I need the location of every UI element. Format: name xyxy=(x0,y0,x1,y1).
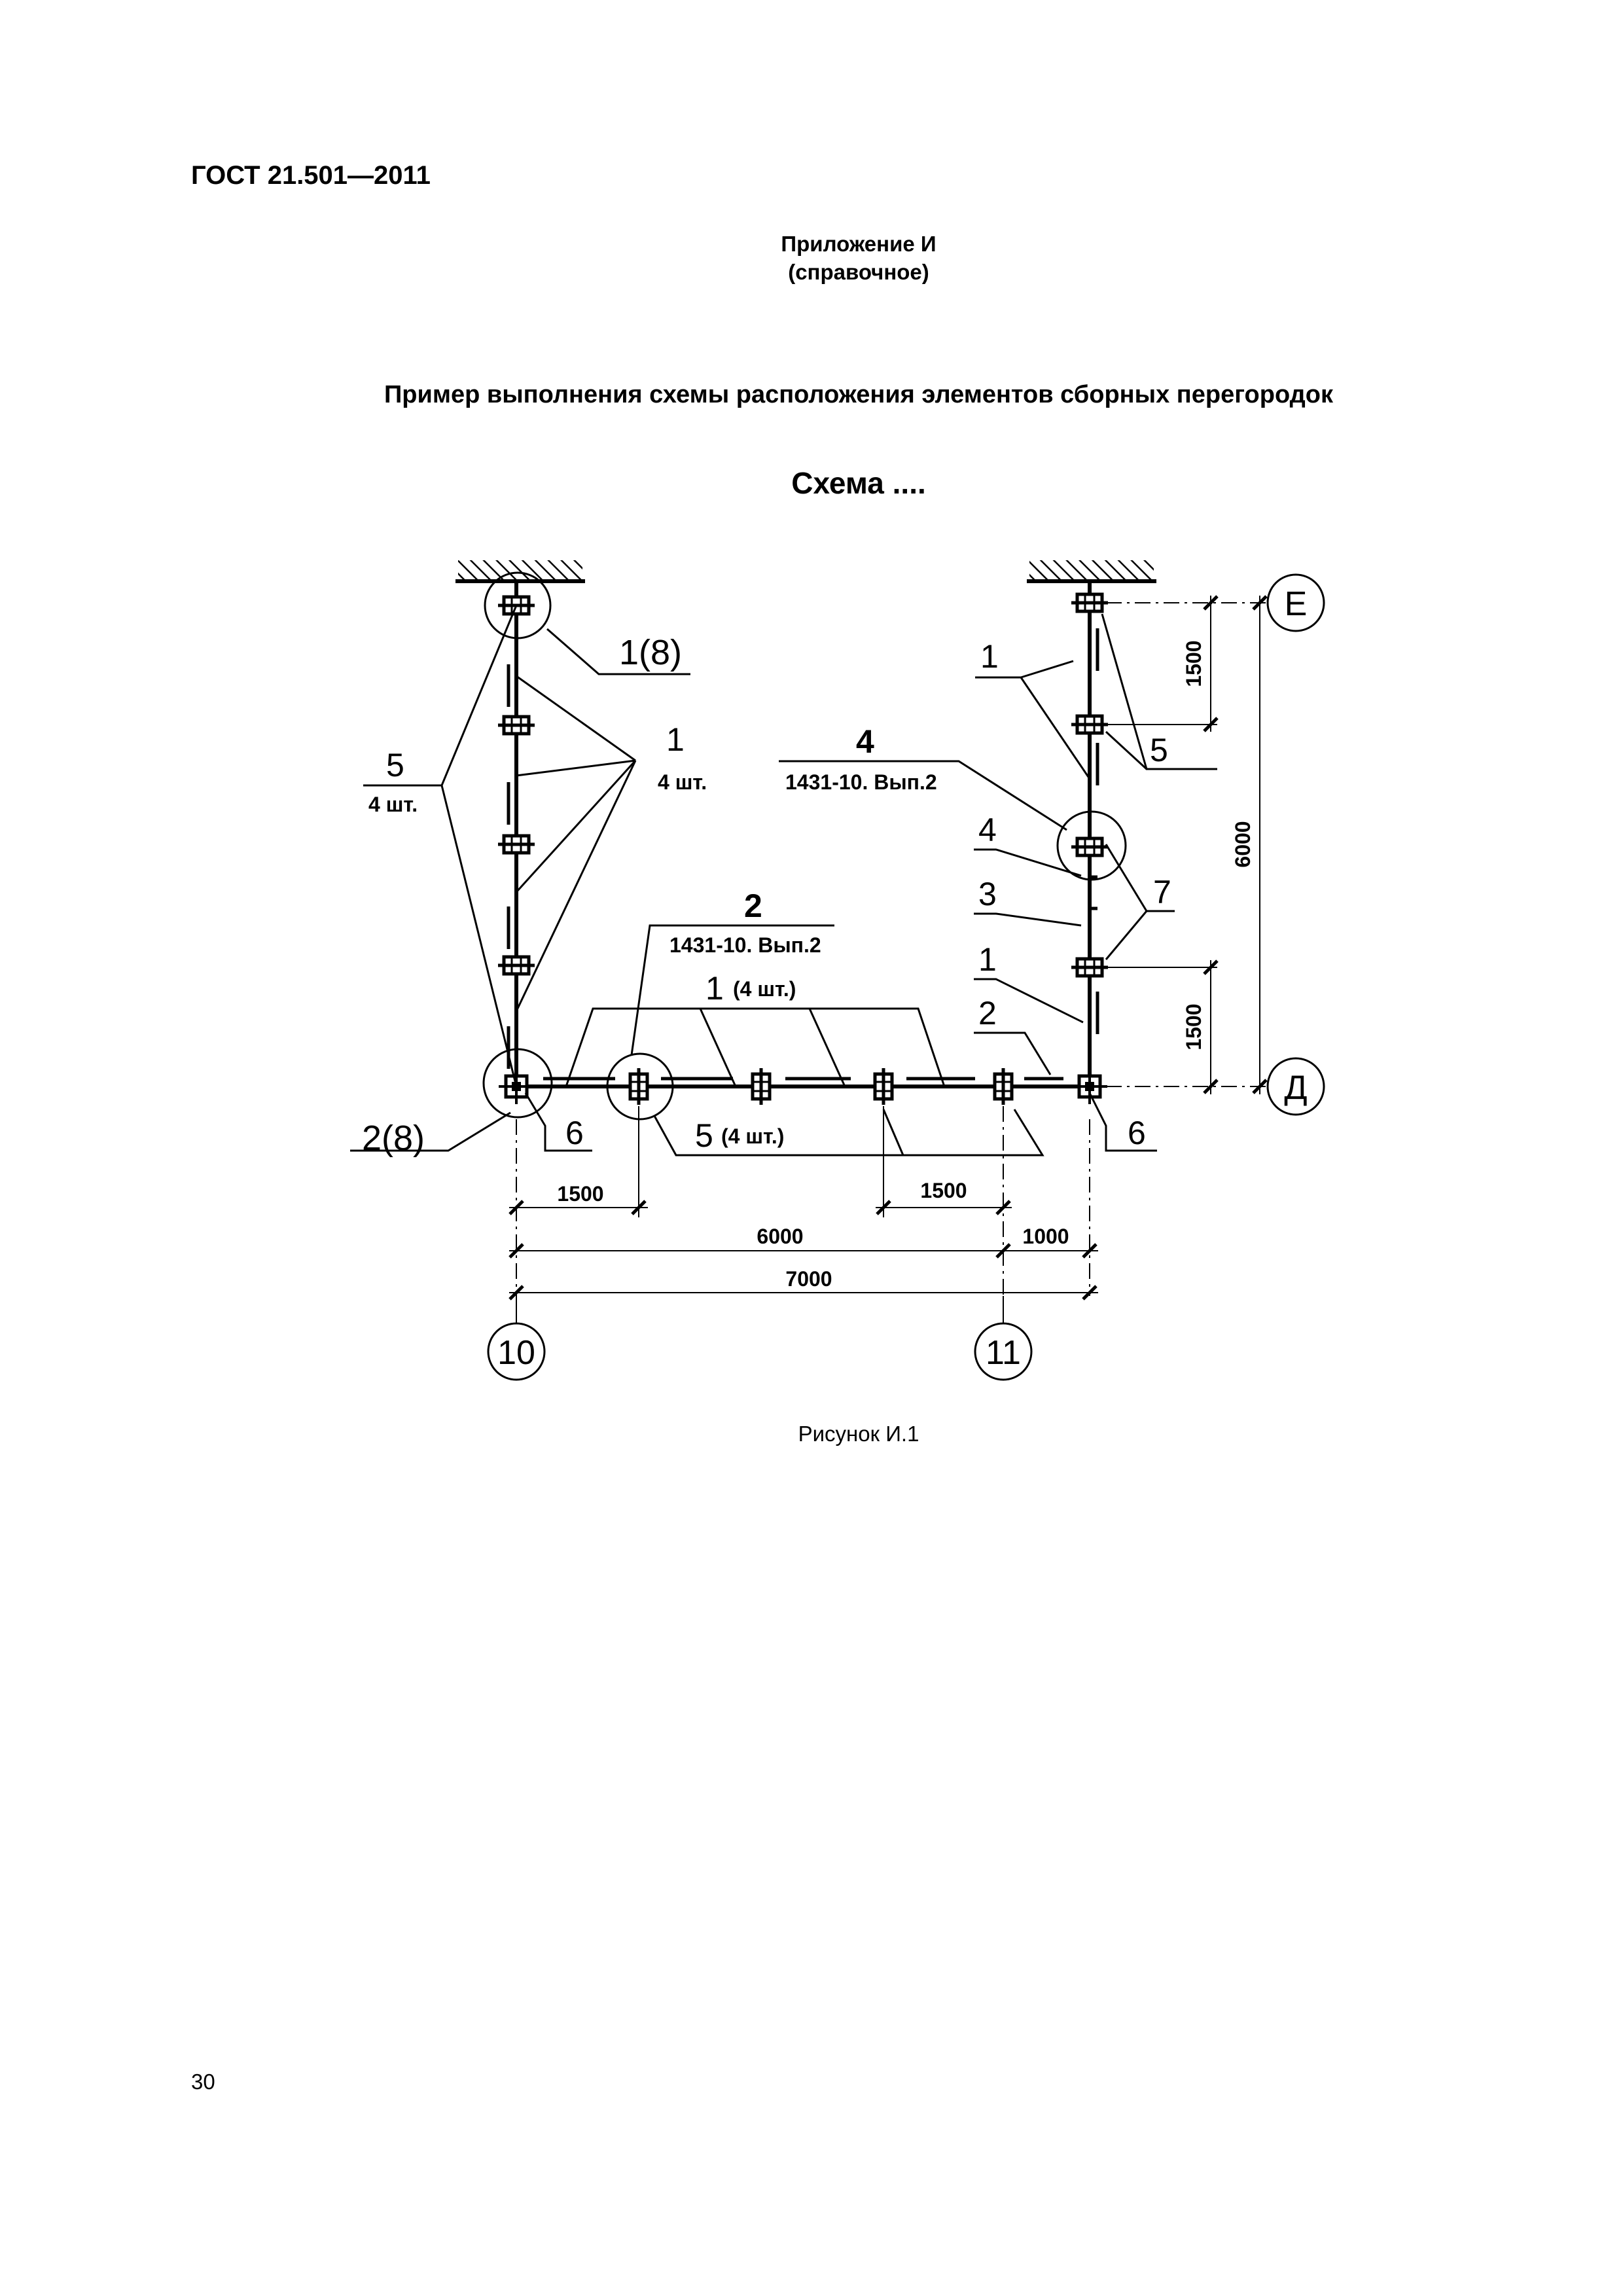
figure-caption: Рисунок И.1 xyxy=(798,1422,919,1446)
node-circle-4 xyxy=(1056,810,1127,881)
axis-label-e: Е xyxy=(1285,585,1308,623)
tie-node xyxy=(753,1068,770,1105)
dimension-right-bottom-1500: 1500 xyxy=(1182,1003,1205,1050)
callout-left-5-qty: 4 шт. xyxy=(368,793,418,816)
callout-left-6: 6 xyxy=(565,1115,584,1151)
dimension-bottom-left-1500: 1500 xyxy=(557,1182,603,1206)
callout-bottom-1-qty: (4 шт.) xyxy=(733,977,796,1001)
callout-node-2-ref: 1431-10. Вып.2 xyxy=(669,933,821,957)
scheme-title: Схема .... xyxy=(791,466,926,500)
tie-node xyxy=(1071,838,1108,855)
dimension-bottom-1000: 1000 xyxy=(1022,1225,1069,1248)
tie-node xyxy=(498,957,535,974)
callout-bottom-1: 1 xyxy=(705,970,724,1007)
callout-right-1-top: 1 xyxy=(980,638,999,675)
node-circles xyxy=(482,571,1127,1121)
left-partition xyxy=(507,581,518,1086)
tie-node xyxy=(995,1068,1012,1105)
right-partition xyxy=(1088,581,1099,1086)
callout-bottom-5: 5 xyxy=(695,1117,713,1154)
dimension-lines xyxy=(509,596,1266,1323)
callout-right-5: 5 xyxy=(1150,732,1168,768)
node-circle-1-8 xyxy=(484,571,552,639)
dimension-bottom-mid-1500: 1500 xyxy=(920,1179,967,1202)
callout-right-2: 2 xyxy=(978,995,997,1031)
page-number: 30 xyxy=(191,2070,215,2094)
leader-lines xyxy=(350,605,1217,1157)
callout-bottom-5-qty: (4 шт.) xyxy=(721,1124,784,1148)
callout-right-3: 3 xyxy=(978,876,997,912)
corner-node xyxy=(1072,1069,1107,1104)
tie-node xyxy=(1071,594,1108,611)
callout-node-2: 2 xyxy=(744,888,762,924)
tie-node xyxy=(875,1068,892,1105)
tie-node xyxy=(630,1068,647,1105)
callout-right-1-low: 1 xyxy=(978,941,997,978)
ceiling-hatch-left xyxy=(455,560,585,583)
ceiling-hatch-right xyxy=(1027,560,1156,583)
appendix-status: (справочное) xyxy=(788,260,929,284)
tie-node xyxy=(1071,959,1108,976)
callout-right-4: 4 xyxy=(978,812,997,848)
node-circle-2 xyxy=(606,1052,674,1121)
tie-node xyxy=(498,836,535,853)
section-title: Пример выполнения схемы расположения эле… xyxy=(383,381,1334,408)
dimension-bottom-7000: 7000 xyxy=(785,1267,832,1291)
callout-left-1-qty: 4 шт. xyxy=(658,770,707,794)
axis-bubbles xyxy=(487,573,1325,1381)
dimension-right-top-1500: 1500 xyxy=(1182,640,1205,687)
axis-label-d: Д xyxy=(1284,1069,1307,1107)
callout-node-2-8: 2(8) xyxy=(362,1119,425,1158)
callout-right-6: 6 xyxy=(1128,1115,1146,1151)
dimension-right-6000: 6000 xyxy=(1231,821,1255,867)
axis-label-10: 10 xyxy=(497,1334,535,1372)
callout-node-1-8: 1(8) xyxy=(619,633,682,672)
dimension-ticks xyxy=(508,595,1268,1300)
dimension-bottom-6000: 6000 xyxy=(757,1225,803,1248)
node-circle-2-8 xyxy=(482,1048,553,1119)
appendix-title: Приложение И xyxy=(781,232,936,256)
document-code: ГОСТ 21.501—2011 xyxy=(191,161,431,190)
callout-node-4: 4 xyxy=(856,723,874,760)
tie-node xyxy=(498,717,535,734)
callout-node-4-ref: 1431-10. Вып.2 xyxy=(785,770,937,794)
callout-left-1: 1 xyxy=(666,721,685,758)
callout-right-7: 7 xyxy=(1153,874,1171,910)
axis-label-11: 11 xyxy=(986,1334,1021,1372)
tie-node xyxy=(1071,716,1108,733)
callout-left-5: 5 xyxy=(386,747,404,783)
